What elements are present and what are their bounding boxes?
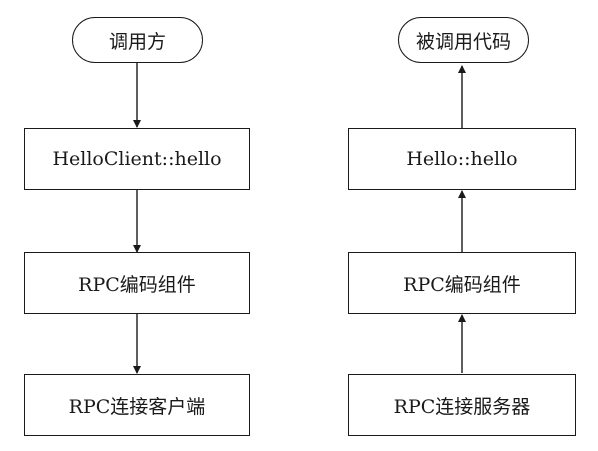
client-encoder-node: RPC编码组件 <box>24 252 250 314</box>
server-stub-label: Hello::hello <box>406 148 518 170</box>
caller-label: 调用方 <box>108 30 166 53</box>
callee-node: 被调用代码 <box>398 17 529 63</box>
client-stub-node: HelloClient::hello <box>24 128 250 190</box>
server-encoder-label: RPC编码组件 <box>403 273 521 296</box>
server-connection-label: RPC连接服务器 <box>393 395 531 418</box>
server-connection-node: RPC连接服务器 <box>348 374 576 436</box>
callee-label: 被调用代码 <box>415 30 511 53</box>
caller-node: 调用方 <box>72 17 203 63</box>
server-stub-node: Hello::hello <box>348 128 576 190</box>
client-connection-label: RPC连接客户端 <box>68 395 206 418</box>
client-stub-label: HelloClient::hello <box>52 148 222 170</box>
client-encoder-label: RPC编码组件 <box>78 273 196 296</box>
server-encoder-node: RPC编码组件 <box>348 252 576 314</box>
client-connection-node: RPC连接客户端 <box>24 374 250 436</box>
